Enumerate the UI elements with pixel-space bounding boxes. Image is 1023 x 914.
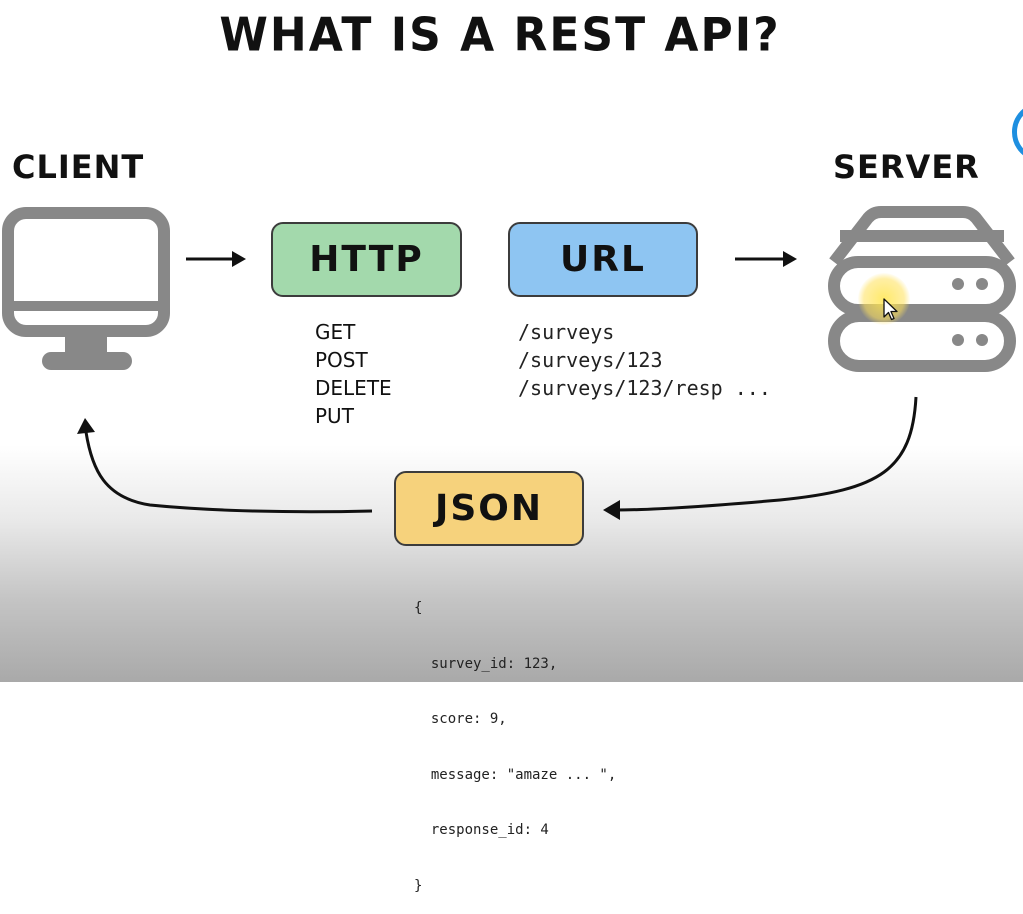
http-label: HTTP (309, 239, 424, 280)
json-line: } (414, 877, 423, 894)
page-title: WHAT IS A REST API? (219, 8, 781, 63)
json-line: score: 9, (414, 711, 507, 727)
server-label: SERVER (833, 148, 980, 186)
url-paths-list: /surveys /surveys/123 /surveys/123/resp … (518, 318, 771, 402)
http-method: DELETE (315, 376, 392, 400)
arrow-server-to-json (603, 396, 918, 520)
url-label: URL (560, 239, 646, 280)
url-path: /surveys/123/resp ... (518, 376, 771, 400)
http-method: POST (315, 348, 368, 372)
json-label: JSON (434, 488, 544, 529)
url-path: /surveys/123 (518, 348, 663, 372)
mouse-pointer-icon (883, 298, 898, 321)
json-box: JSON (394, 471, 584, 546)
json-line: response_id: 4 (414, 822, 549, 838)
arrow-url-to-server (735, 251, 797, 267)
client-label: CLIENT (12, 148, 145, 186)
json-line: survey_id: 123, (414, 655, 558, 672)
url-path: /surveys (518, 320, 615, 344)
arrow-client-to-http (186, 251, 246, 267)
monitor-icon (2, 207, 170, 370)
json-line: message: "amaze ... ", (414, 766, 617, 783)
arrow-json-to-client (77, 418, 373, 514)
http-method: GET (315, 320, 356, 344)
http-method: PUT (315, 404, 354, 428)
url-box: URL (508, 222, 698, 297)
http-box: HTTP (271, 222, 462, 297)
json-body: { survey_id: 123, score: 9, message: "am… (414, 562, 616, 914)
diagram-graphics (2, 206, 1016, 520)
json-line: { (414, 600, 423, 616)
http-methods-list: GET POST DELETE PUT (315, 318, 392, 430)
server-icon (828, 206, 1016, 372)
